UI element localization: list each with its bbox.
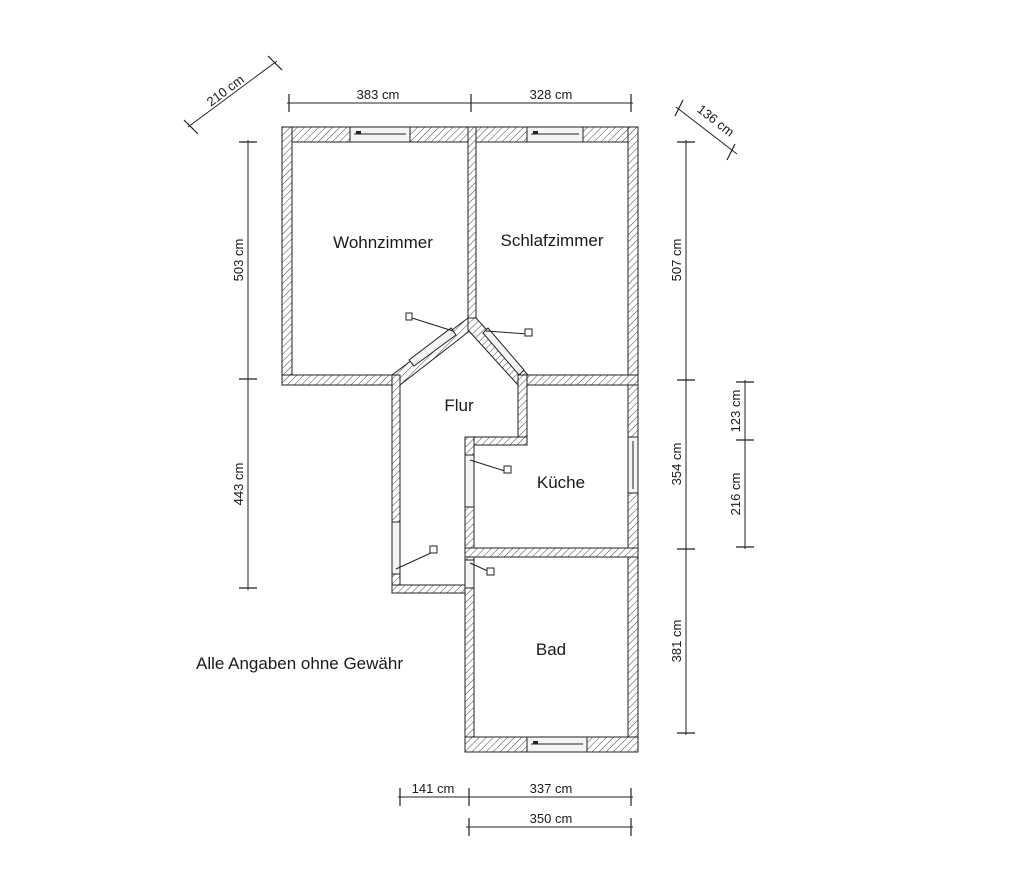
door-bad — [464, 559, 495, 589]
dim-diag-left: 210 cm — [204, 72, 247, 110]
door-kueche — [464, 454, 512, 508]
dim-right-lower: 381 cm — [669, 620, 684, 663]
room-label-wohnzimmer: Wohnzimmer — [333, 233, 433, 252]
window-wohnzimmer — [349, 126, 411, 143]
wall-wohn-schlaf — [467, 126, 477, 328]
door-schlafzimmer — [482, 327, 533, 376]
room-labels: Wohnzimmer Schlafzimmer Flur Küche Bad — [333, 231, 604, 659]
dim-top-right: 328 cm — [530, 87, 573, 102]
dim-kitchen-upper: 123 cm — [728, 390, 743, 433]
room-label-schlafzimmer: Schlafzimmer — [501, 231, 604, 250]
dim-left-upper: 503 cm — [231, 239, 246, 282]
dimension-lines — [183, 55, 754, 836]
wall-bottom-schlafzimmer — [517, 374, 639, 386]
dim-left-lower: 443 cm — [231, 463, 246, 506]
dim-top-left: 383 cm — [357, 87, 400, 102]
wall-flur-bottom — [391, 584, 473, 594]
dim-bottom-left: 141 cm — [412, 781, 455, 796]
room-label-bad: Bad — [536, 640, 566, 659]
room-label-flur: Flur — [444, 396, 474, 415]
disclaimer-note: Alle Angaben ohne Gewähr — [196, 654, 403, 673]
wall-bottom-wohnzimmer — [281, 374, 393, 386]
wall-flur-kueche-vertical — [517, 374, 528, 446]
dim-right-upper: 507 cm — [669, 239, 684, 282]
window-schlafzimmer — [526, 126, 584, 143]
door-wohnzimmer — [405, 312, 457, 367]
doors — [391, 312, 533, 589]
dim-diag-right: 136 cm — [694, 101, 737, 139]
windows — [349, 126, 639, 753]
window-kueche — [627, 436, 639, 494]
dim-kitchen-lower: 216 cm — [728, 473, 743, 516]
wall-kueche-bad — [464, 547, 639, 558]
dim-bottom-right: 337 cm — [530, 781, 573, 796]
window-bad — [526, 736, 588, 753]
wall-left-wohnzimmer — [281, 126, 293, 386]
room-label-kueche: Küche — [537, 473, 585, 492]
door-flur-exit — [391, 521, 438, 575]
dim-right-middle: 354 cm — [669, 443, 684, 486]
wall-top — [281, 126, 639, 143]
dim-bottom-total: 350 cm — [530, 811, 573, 826]
